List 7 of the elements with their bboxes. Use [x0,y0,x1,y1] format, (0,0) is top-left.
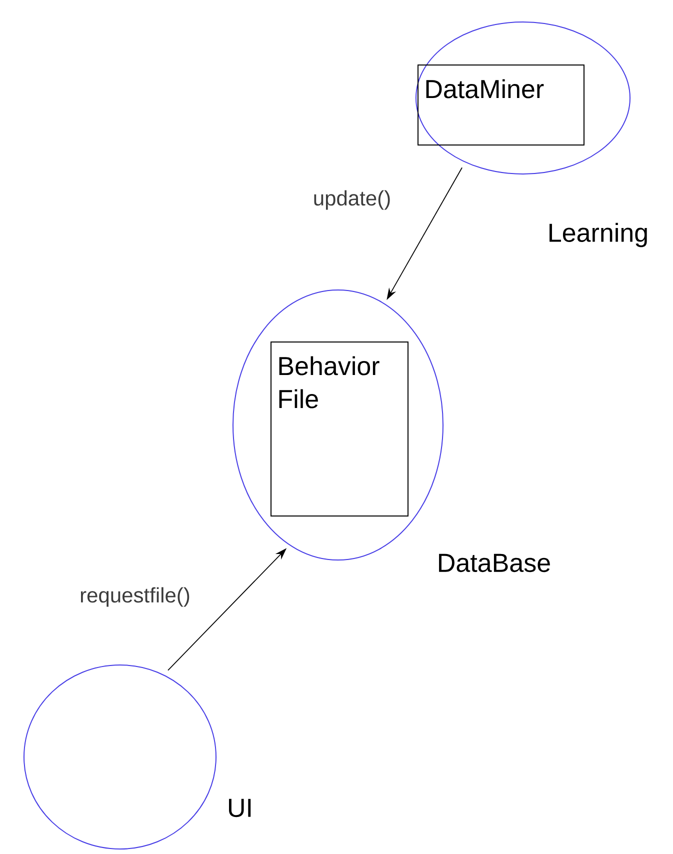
process-box: DataMiner [418,64,584,146]
edge-label: update() [312,189,392,211]
ellipse-label: Learning [550,222,647,248]
ellipse-label: DataBase [439,554,550,572]
ellipse-label: UI [229,798,251,818]
edge-label: requestfile() [78,586,192,608]
process-box: Behavior File [270,342,408,516]
